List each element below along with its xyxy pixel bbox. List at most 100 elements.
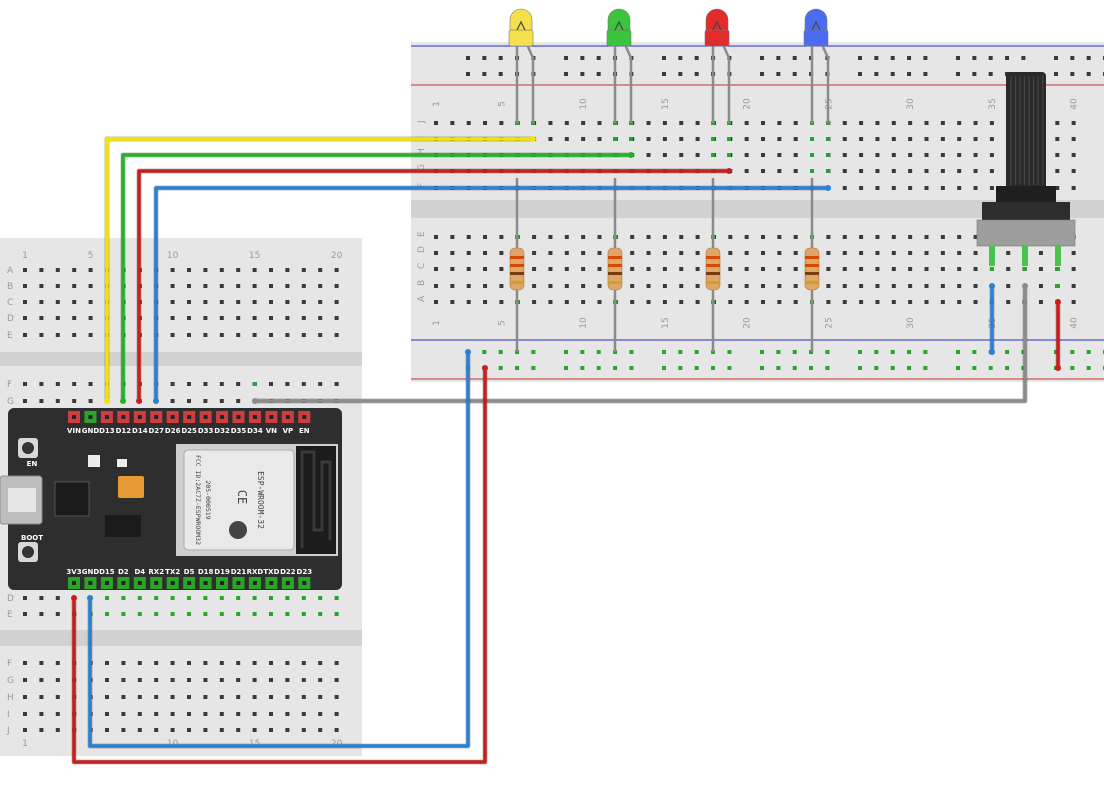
breadboard-hole	[1054, 72, 1058, 76]
breadboard-hole	[23, 399, 27, 403]
row-letter: C	[7, 298, 13, 308]
breadboard-hole	[744, 121, 749, 125]
breadboard-hole	[646, 300, 651, 304]
breadboard-hole	[187, 712, 191, 716]
wire-blue-gnd-rail	[88, 352, 470, 748]
breadboard-hole	[924, 186, 929, 190]
breadboard-hole	[269, 661, 273, 665]
breadboard-hole	[989, 121, 994, 125]
column-number: 20	[331, 251, 343, 261]
breadboard-hole	[858, 350, 862, 354]
breadboard-hole	[761, 153, 765, 157]
column-number: 10	[579, 98, 589, 110]
breadboard-hole	[842, 300, 847, 304]
breadboard-hole	[219, 612, 224, 616]
breadboard-hole	[548, 235, 553, 239]
breadboard-hole	[285, 382, 290, 386]
breadboard-hole	[973, 137, 978, 141]
breadboard-hole	[792, 366, 797, 370]
breadboard-hole	[761, 235, 765, 239]
row-letter: A	[417, 295, 427, 302]
breadboard-hole	[989, 137, 994, 141]
wire-blue-d27-end	[153, 398, 159, 404]
breadboard-hole	[1055, 121, 1060, 125]
led-dome	[804, 8, 828, 31]
breadboard-hole	[630, 251, 635, 255]
breadboard-hole	[170, 695, 175, 699]
breadboard-hole	[956, 56, 960, 60]
breadboard-hole	[792, 350, 797, 354]
breadboard-hole-active	[711, 137, 715, 141]
breadboard-hole	[646, 284, 651, 288]
breadboard-hole	[858, 72, 862, 76]
breadboard-hole	[875, 169, 880, 173]
breadboard-hole	[450, 267, 455, 271]
breadboard-hole	[170, 284, 175, 288]
wire-red-d14	[137, 169, 729, 401]
breadboard-hole	[695, 251, 700, 255]
breadboard-hole	[1054, 350, 1058, 354]
breadboard-hole	[219, 300, 224, 304]
breadboard-hole-active	[1023, 267, 1027, 271]
breadboard-hole	[219, 268, 224, 272]
resistor-band	[608, 256, 622, 259]
breadboard-hole	[23, 382, 27, 386]
breadboard-hole	[318, 316, 323, 320]
breadboard-hole	[646, 137, 651, 141]
breadboard-hole	[23, 695, 27, 699]
breadboard-hole-active	[826, 169, 830, 173]
breadboard-hole	[662, 300, 667, 304]
header-pin-hole	[72, 415, 76, 419]
breadboard-hole	[203, 712, 208, 716]
breadboard-hole	[72, 284, 77, 288]
breadboard-hole	[187, 399, 191, 403]
breadboard-hole	[761, 169, 765, 173]
breadboard-hole	[662, 56, 666, 60]
breadboard-hole	[630, 267, 635, 271]
breadboard-hole	[499, 235, 504, 239]
breadboard-hole	[890, 56, 895, 60]
breadboard-hole	[891, 235, 896, 239]
breadboard-hole	[940, 153, 945, 157]
header-pin-hole	[104, 415, 109, 419]
breadboard-hole	[154, 596, 159, 600]
potentiometer-pin	[1055, 246, 1061, 266]
breadboard-hole	[236, 728, 241, 732]
breadboard-hole	[252, 661, 257, 665]
breadboard-hole	[88, 316, 93, 320]
bottom-pin-label: D19	[214, 568, 230, 576]
row-letter: G	[7, 676, 14, 686]
wire-yellow-d13-end	[104, 398, 110, 404]
breadboard-hole	[859, 251, 864, 255]
breadboard-hole	[170, 612, 175, 616]
breadboard-hole	[203, 695, 208, 699]
breadboard-hole	[236, 661, 241, 665]
breadboard-hole	[301, 300, 306, 304]
column-number: 15	[661, 98, 671, 109]
breadboard-hole	[483, 121, 488, 125]
breadboard-hole	[597, 137, 602, 141]
breadboard-hole	[318, 300, 323, 304]
header-pin-hole	[154, 581, 159, 585]
breadboard-hole	[285, 300, 290, 304]
voltage-regulator	[105, 515, 141, 537]
wire-gray-pot-wiper-end	[252, 398, 258, 404]
resistor-band	[510, 256, 524, 259]
breadboard-hole	[1038, 284, 1043, 288]
breadboard-hole	[515, 366, 520, 370]
breadboard-hole	[1055, 169, 1060, 173]
breadboard-hole	[23, 661, 27, 665]
breadboard-hole	[466, 284, 471, 288]
column-number: 1	[22, 739, 28, 749]
breadboard-hole	[236, 316, 241, 320]
header-pin-hole	[252, 415, 257, 419]
resistor-band	[510, 281, 524, 284]
potentiometer	[976, 72, 1076, 266]
breadboard-hole	[581, 284, 586, 288]
breadboard-hole	[875, 251, 880, 255]
breadboard-hole	[55, 382, 60, 386]
breadboard-hole	[957, 284, 962, 288]
header-pin-hole	[154, 415, 159, 419]
breadboard-hole	[121, 712, 126, 716]
top-pin-label: D13	[99, 427, 115, 435]
